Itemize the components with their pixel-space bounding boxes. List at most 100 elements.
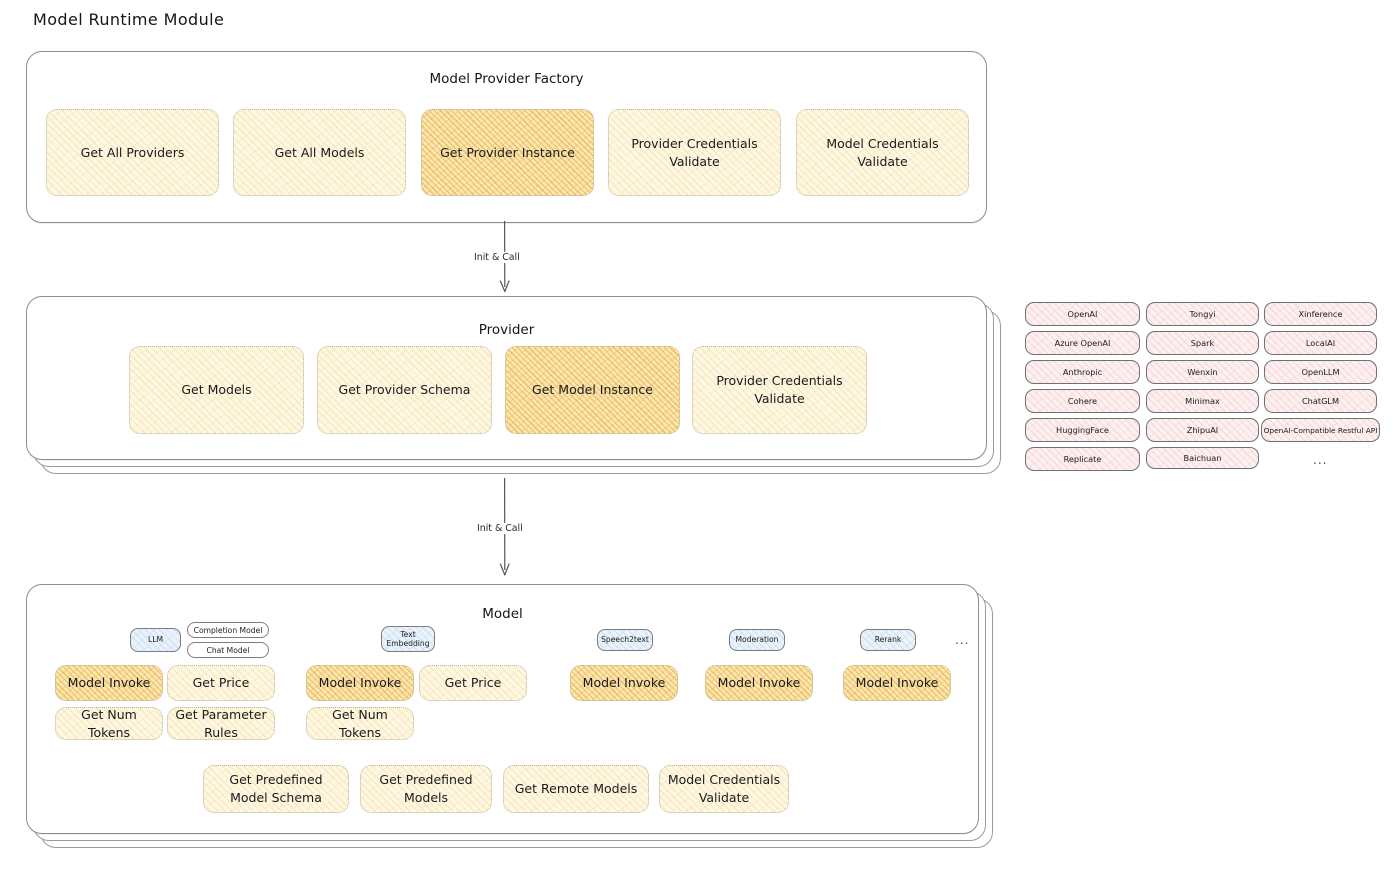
model-title: Model xyxy=(482,606,523,622)
op-label: Get Num Tokens xyxy=(81,706,137,740)
provider-op-provider-credentials-validate[interactable]: Provider Credentials Validate xyxy=(692,346,867,434)
provider-chip-label: HuggingFace xyxy=(1056,425,1109,435)
op-label: Get Num Tokens xyxy=(332,706,388,740)
model-common-op-get-predefined-model-schema[interactable]: Get Predefined Model Schema xyxy=(203,765,349,813)
provider-chip-openai[interactable]: OpenAI xyxy=(1025,302,1140,326)
llm-op-model-invoke[interactable]: Model Invoke xyxy=(55,665,163,701)
model-type-chip-text-embedding[interactable]: Text Embedding xyxy=(381,626,435,652)
model-subtype-label: Completion Model xyxy=(193,625,263,635)
provider-chip-label: OpenAI-Compatible Restful API xyxy=(1263,425,1378,435)
provider-chip-label: Minimax xyxy=(1185,396,1220,406)
provider-chip-label: Anthropic xyxy=(1062,367,1103,377)
text-embedding-op-get-price[interactable]: Get Price xyxy=(419,665,527,701)
provider-op-get-models[interactable]: Get Models xyxy=(129,346,304,434)
model-type-chip-rerank[interactable]: Rerank xyxy=(860,629,916,651)
text-embedding-op-get-num-tokens[interactable]: Get Num Tokens xyxy=(306,707,414,740)
provider-chip-spark[interactable]: Spark xyxy=(1146,331,1259,355)
connector-label-init-call-1: Init & Call xyxy=(471,252,523,263)
model-subtype-chip-chat-model[interactable]: Chat Model xyxy=(187,642,269,658)
model-common-op-model-credentials-validate[interactable]: Model Credentials Validate xyxy=(659,765,789,813)
factory-op-provider-credentials-validate[interactable]: Provider Credentials Validate xyxy=(608,109,781,196)
text-embedding-op-model-invoke[interactable]: Model Invoke xyxy=(306,665,414,701)
op-label: Get Price xyxy=(444,675,502,691)
provider-chip-cohere[interactable]: Cohere xyxy=(1025,389,1140,413)
op-label: Get Remote Models xyxy=(514,781,638,797)
op-label: Get Parameter Rules xyxy=(175,706,267,740)
op-label: Get Predefined Model Schema xyxy=(229,772,323,805)
model-type-label: Text Embedding xyxy=(386,629,430,648)
factory-op-get-all-models[interactable]: Get All Models xyxy=(233,109,406,196)
model-type-label: Rerank xyxy=(874,635,902,645)
provider-list-ellipsis: ... xyxy=(1313,453,1328,467)
provider-chip-label: LocalAI xyxy=(1305,338,1336,348)
llm-op-get-price[interactable]: Get Price xyxy=(167,665,275,701)
provider-chip-openllm[interactable]: OpenLLM xyxy=(1264,360,1377,384)
provider-op-label: Provider Credentials Validate xyxy=(716,373,843,406)
op-label: Model Invoke xyxy=(582,675,666,691)
model-type-chip-llm[interactable]: LLM xyxy=(130,628,181,652)
factory-op-label: Provider Credentials Validate xyxy=(631,135,758,169)
provider-op-get-model-instance[interactable]: Get Model Instance xyxy=(505,346,680,434)
provider-chip-replicate[interactable]: Replicate xyxy=(1025,447,1140,471)
factory-op-label: Model Credentials Validate xyxy=(826,135,939,169)
provider-chip-chatglm[interactable]: ChatGLM xyxy=(1264,389,1377,413)
provider-chip-label: ChatGLM xyxy=(1301,396,1340,406)
provider-chip-minimax[interactable]: Minimax xyxy=(1146,389,1259,413)
provider-chip-huggingface[interactable]: HuggingFace xyxy=(1025,418,1140,442)
provider-op-get-provider-schema[interactable]: Get Provider Schema xyxy=(317,346,492,434)
op-label: Model Invoke xyxy=(318,675,402,691)
provider-chip-label: OpenAI xyxy=(1067,309,1098,319)
model-type-chip-moderation[interactable]: Moderation xyxy=(729,629,785,651)
provider-chip-label: Spark xyxy=(1190,338,1215,348)
moderation-op-model-invoke[interactable]: Model Invoke xyxy=(705,665,813,701)
rerank-op-model-invoke[interactable]: Model Invoke xyxy=(843,665,951,701)
op-label: Get Price xyxy=(192,675,250,691)
provider-title: Provider xyxy=(478,322,535,338)
provider-chip-label: Xinference xyxy=(1298,309,1343,319)
model-type-label: Moderation xyxy=(735,635,779,645)
model-groups-ellipsis: ... xyxy=(955,633,970,647)
connector-label-init-call-2: Init & Call xyxy=(474,523,526,534)
provider-op-label: Get Model Instance xyxy=(532,382,653,398)
model-type-chip-speech2text[interactable]: Speech2text xyxy=(597,629,653,651)
provider-chip-localai[interactable]: LocalAI xyxy=(1264,331,1377,355)
model-type-label: Speech2text xyxy=(601,635,649,645)
op-label: Model Credentials Validate xyxy=(667,772,781,805)
provider-chip-label: OpenLLM xyxy=(1301,367,1340,377)
speech2text-op-model-invoke[interactable]: Model Invoke xyxy=(570,665,678,701)
model-provider-factory-title: Model Provider Factory xyxy=(429,71,584,87)
model-provider-factory-card: Model Provider Factory Get All Providers… xyxy=(26,51,987,223)
provider-chip-label: Cohere xyxy=(1067,396,1098,406)
provider-chip-wenxin[interactable]: Wenxin xyxy=(1146,360,1259,384)
provider-chip-openai-compatible-restful-api[interactable]: OpenAI-Compatible Restful API xyxy=(1261,418,1380,442)
factory-op-model-credentials-validate[interactable]: Model Credentials Validate xyxy=(796,109,969,196)
factory-op-label: Get All Models xyxy=(274,144,365,160)
llm-op-get-num-tokens[interactable]: Get Num Tokens xyxy=(55,707,163,740)
model-card: Model LLM Completion Model Chat Model Mo… xyxy=(26,584,979,834)
provider-card: Provider Get Models Get Provider Schema … xyxy=(26,296,987,460)
provider-chip-label: ZhipuAI xyxy=(1186,425,1219,435)
op-label: Model Invoke xyxy=(855,675,939,691)
op-label: Model Invoke xyxy=(717,675,801,691)
provider-chip-xinference[interactable]: Xinference xyxy=(1264,302,1377,326)
provider-chip-azure-openai[interactable]: Azure OpenAI xyxy=(1025,331,1140,355)
provider-chip-label: Replicate xyxy=(1063,454,1102,464)
llm-op-get-parameter-rules[interactable]: Get Parameter Rules xyxy=(167,707,275,740)
factory-op-get-all-providers[interactable]: Get All Providers xyxy=(46,109,219,196)
provider-chip-baichuan[interactable]: Baichuan xyxy=(1146,447,1259,469)
provider-chip-anthropic[interactable]: Anthropic xyxy=(1025,360,1140,384)
page-title: Model Runtime Module xyxy=(33,10,225,29)
model-common-op-get-remote-models[interactable]: Get Remote Models xyxy=(503,765,649,813)
model-common-op-get-predefined-models[interactable]: Get Predefined Models xyxy=(360,765,492,813)
provider-chip-zhipuai[interactable]: ZhipuAI xyxy=(1146,418,1259,442)
model-subtype-chip-completion-model[interactable]: Completion Model xyxy=(187,622,269,638)
op-label: Get Predefined Models xyxy=(379,772,473,805)
factory-op-get-provider-instance[interactable]: Get Provider Instance xyxy=(421,109,594,196)
provider-op-label: Get Provider Schema xyxy=(338,382,471,398)
provider-chip-tongyi[interactable]: Tongyi xyxy=(1146,302,1259,326)
op-label: Model Invoke xyxy=(67,675,151,691)
factory-op-label: Get All Providers xyxy=(80,144,185,160)
provider-chip-label: Tongyi xyxy=(1189,309,1216,319)
provider-chip-label: Baichuan xyxy=(1183,453,1222,463)
provider-op-label: Get Models xyxy=(181,382,252,398)
